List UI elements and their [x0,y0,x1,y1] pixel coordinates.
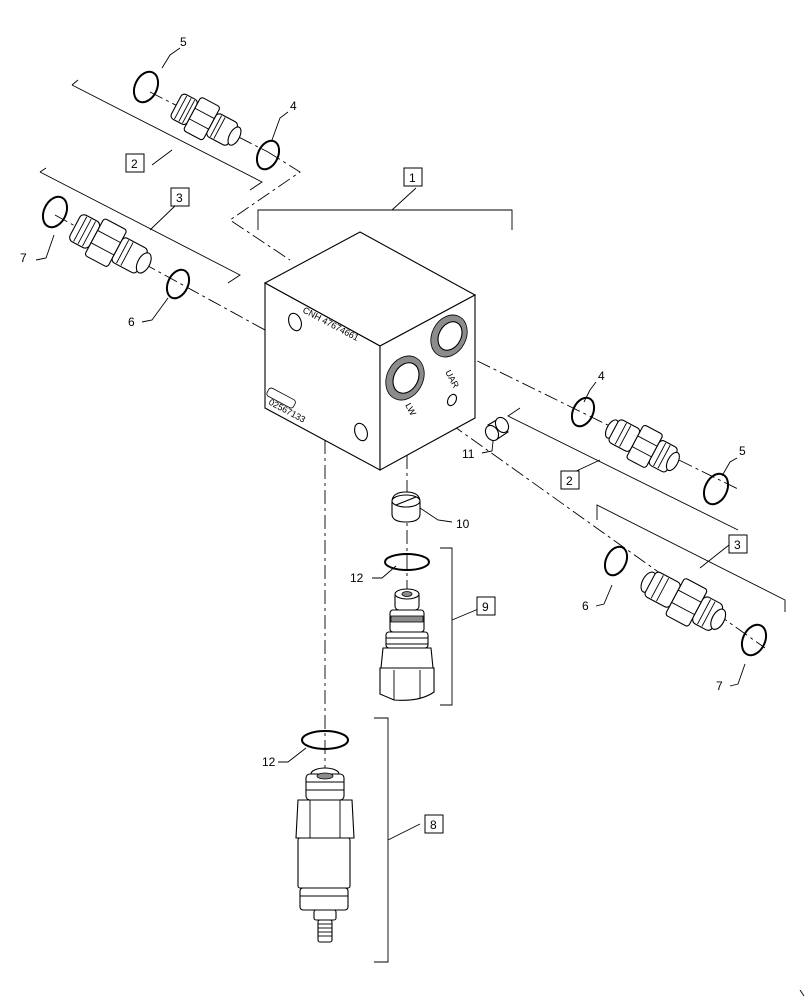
plug-11 [484,416,510,442]
fitting-2-upper [170,93,242,146]
cartridge-valve-9 [379,588,435,701]
callout-4-right: 4 [598,369,605,383]
o-ring-7-upper [41,195,69,229]
callout-2-upper: 2 [131,157,138,171]
fitting-3-right [640,571,727,631]
fitting-2-right [604,419,680,473]
callout-8: 8 [430,818,437,832]
callout-12-lower: 12 [262,755,276,769]
o-ring-5-right [702,472,730,506]
callout-10: 10 [456,517,470,531]
callout-5-upper: 5 [180,35,187,49]
callout-11: 11 [462,447,475,461]
callout-2-right: 2 [566,474,573,488]
callout-3-upper: 3 [176,191,183,205]
block-port-lower [385,355,425,401]
callout-6-right: 6 [582,599,589,613]
callout-3-right: 3 [734,538,741,552]
callout-7-right: 7 [716,679,723,693]
fitting-3-upper [69,214,152,274]
o-ring-5-upper [132,70,160,104]
callout-4-upper: 4 [290,99,297,113]
block-logo-stamp [266,387,296,409]
callout-12-upper: 12 [350,571,364,585]
o-ring-6-right [603,545,629,577]
valve-block: CNH 47674661 02567133 UAR LW [263,231,477,471]
block-small-hole [446,393,458,407]
plug-10 [391,491,421,523]
block-port-upper [430,314,468,358]
o-ring-4-right [570,396,596,428]
callout-9: 9 [482,600,489,614]
callout-5-right: 5 [739,444,746,458]
callout-7-upper: 7 [20,251,27,265]
relief-valve-8 [295,767,355,943]
o-ring-12-lower [301,730,349,750]
o-ring-4-upper [255,139,281,171]
o-ring-6-upper [165,268,191,300]
block-hole-lower [354,422,368,442]
callouts: 5 4 7 6 4 5 6 7 11 10 12 12 1 2 3 2 3 9 … [20,35,748,834]
callout-6-upper: 6 [128,315,135,329]
callout-1: 1 [409,171,416,185]
block-hole-upper [288,312,302,332]
o-rings [41,70,768,750]
o-ring-7-right [740,623,768,657]
o-ring-12-upper [384,553,430,571]
